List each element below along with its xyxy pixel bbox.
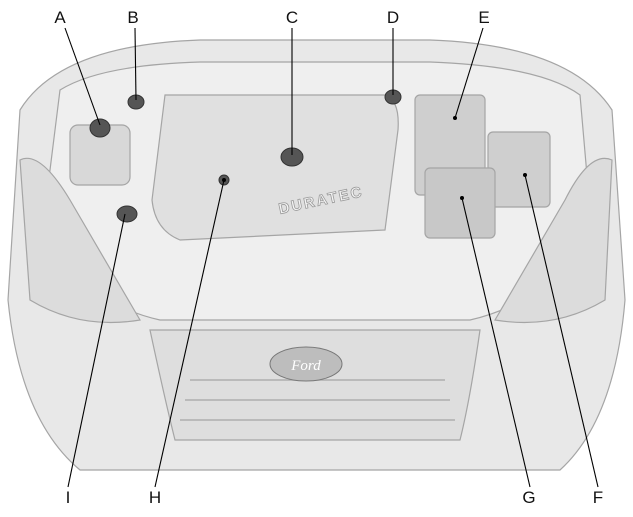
left-headlight (19, 157, 141, 324)
label-f: F (592, 488, 604, 507)
leader-e (454, 27, 484, 119)
coolant-cap (89, 118, 111, 138)
battery-f (487, 131, 551, 208)
leader-h (154, 179, 225, 488)
leader-b (134, 27, 137, 101)
label-e: E (478, 8, 490, 27)
air-filter-g (424, 167, 496, 239)
label-b: B (127, 8, 139, 27)
label-d: D (386, 8, 400, 27)
ford-badge (269, 346, 343, 382)
label-c: C (285, 8, 299, 27)
leader-i (67, 213, 126, 488)
front-grille (149, 329, 481, 441)
label-i: I (65, 488, 71, 507)
label-h: H (148, 488, 162, 507)
engine-cover (151, 94, 399, 241)
leader-a (64, 27, 101, 126)
leader-f (524, 174, 599, 488)
power-steering-cap (116, 205, 138, 223)
leader-g (461, 197, 531, 488)
ford-badge-text: Ford (290, 358, 321, 374)
right-headlight (494, 157, 613, 324)
label-a: A (54, 8, 66, 27)
label-g: G (522, 488, 536, 507)
